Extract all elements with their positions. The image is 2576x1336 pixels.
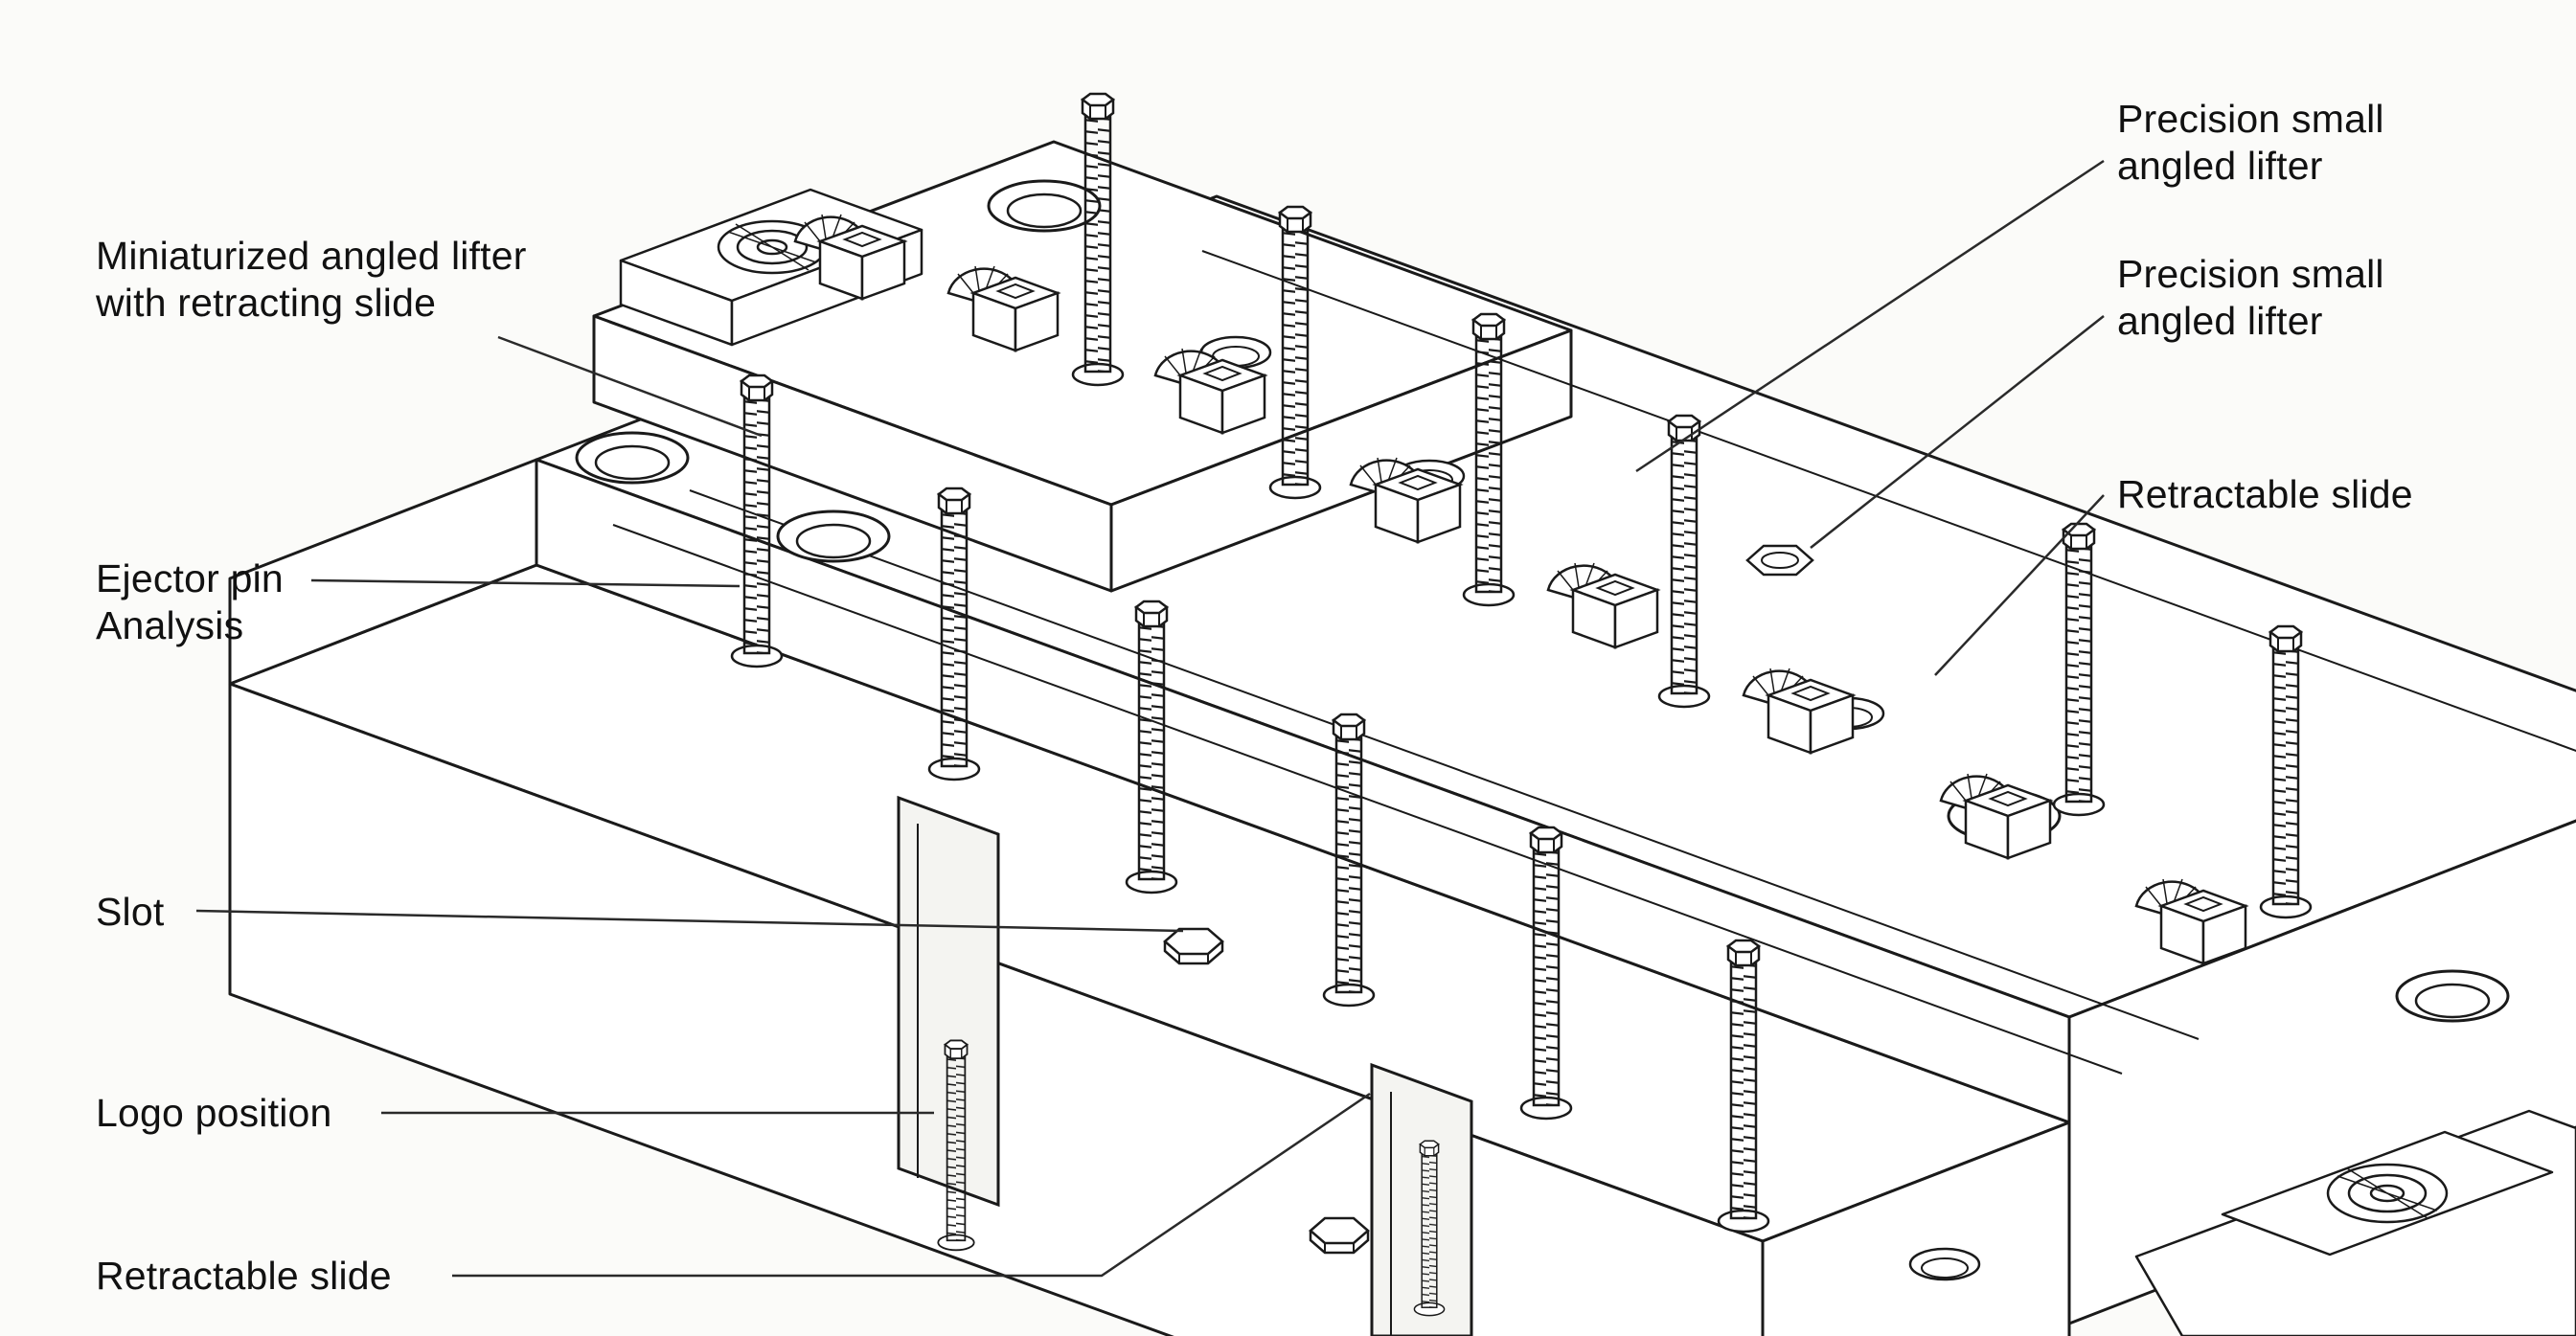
- upper-plate-right-face: [2067, 819, 2576, 1325]
- label-retractable-slide-right: Retractable slide: [2117, 472, 2413, 516]
- hex-bolt-graphic: [1163, 927, 1224, 965]
- leader-slot: [195, 909, 1184, 933]
- top-plate-right-face: [1109, 328, 1573, 593]
- label-precision-small-angled-lifter-mid: Precision small angled lifter: [2117, 252, 2384, 344]
- oval-hole: [1908, 1247, 1981, 1281]
- upper-plate-left-end: [228, 458, 538, 686]
- leader-precision-lifter-mid: [1810, 315, 2105, 549]
- counterbore-hole: [987, 179, 1102, 233]
- logo-slot: [897, 795, 1000, 1208]
- counterbore-hole: [776, 509, 891, 563]
- slot-cutouts: [897, 795, 1473, 1336]
- label-logo-position: Logo position: [96, 1091, 332, 1135]
- leader-retractable-slide-left: [452, 1092, 1371, 1278]
- leader-precision-lifter-top: [1635, 159, 2105, 473]
- retractable-slide-module-bottom-right: [2134, 1109, 2576, 1336]
- label-ejector-pin-analysis: Ejector pin Analysis: [96, 556, 284, 648]
- lower-plate-right-face: [1761, 1121, 2071, 1336]
- counterbore-hole: [2395, 969, 2510, 1023]
- label-precision-small-angled-lifter-top: Precision small angled lifter: [2117, 97, 2384, 189]
- hex-socket-hole: [1745, 544, 1814, 577]
- label-retractable-slide-left: Retractable slide: [96, 1254, 392, 1298]
- leader-miniaturized-lifter: [497, 335, 763, 438]
- leader-retractable-slide-right: [1934, 494, 2105, 676]
- leader-ejector-pin: [310, 578, 741, 588]
- counterbore-hole: [575, 431, 690, 485]
- hex-bolt-graphic: [1309, 1216, 1370, 1255]
- label-slot: Slot: [96, 890, 165, 934]
- leader-lines: [195, 159, 2105, 1278]
- label-miniaturized-angled-lifter: Miniaturized angled lifter with retracti…: [96, 234, 527, 326]
